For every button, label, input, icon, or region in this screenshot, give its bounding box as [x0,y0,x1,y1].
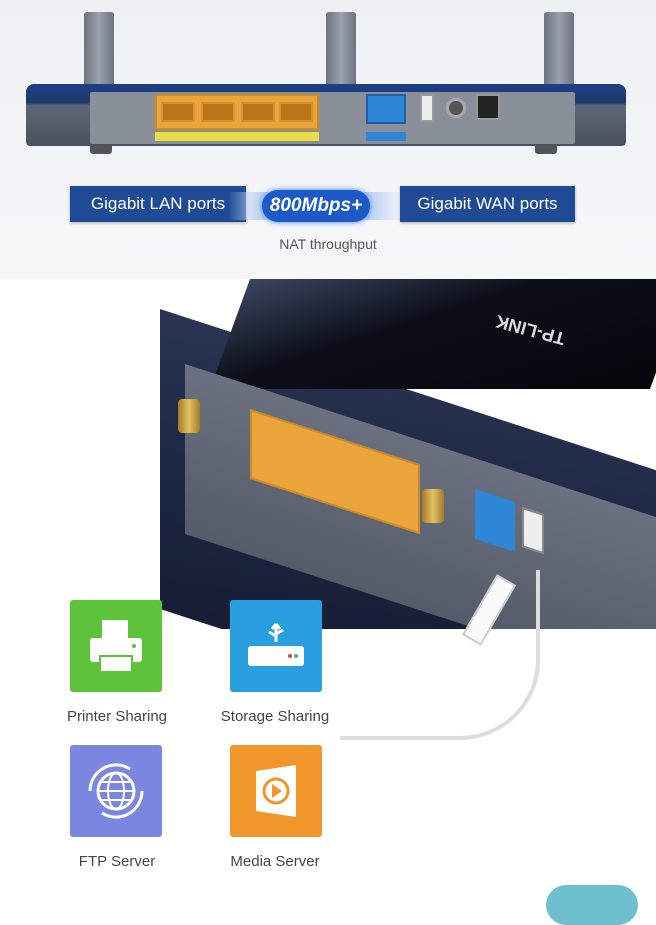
router-back-banner: Gigabit LAN ports 800Mbps+ Gigabit WAN p… [0,0,656,279]
lan-tag: Gigabit LAN ports [70,186,246,222]
globe-sync-icon [88,763,144,819]
usb-cable [340,570,540,740]
antenna-connector [178,399,200,433]
usb-storage-icon [248,623,304,666]
antenna [84,12,114,92]
antenna [544,12,574,92]
wan-port [366,94,406,124]
media-server-label: Media Server [230,853,320,870]
lan-ports [155,94,319,130]
storage-sharing-tile [230,600,322,692]
nat-caption: NAT throughput [279,236,377,252]
printer-sharing-label: Printer Sharing [66,708,168,725]
ftp-server-tile [70,745,162,837]
play-icon [256,765,296,817]
printer-icon [90,620,142,673]
wan-tag: Gigabit WAN ports [400,186,575,222]
power-jack [476,94,500,120]
usb-port [522,507,544,555]
antenna [326,12,356,92]
router-photo: TP-LINK [130,279,656,629]
floating-button[interactable] [546,885,638,925]
speed-badge: 800Mbps+ [228,190,404,222]
wps-button [446,98,466,118]
ftp-server-label: FTP Server [78,853,156,870]
media-server-tile [230,745,322,837]
storage-sharing-label: Storage Sharing [220,708,330,725]
antenna-connector [422,489,444,523]
printer-sharing-tile [70,600,162,692]
usb-port [420,94,434,122]
